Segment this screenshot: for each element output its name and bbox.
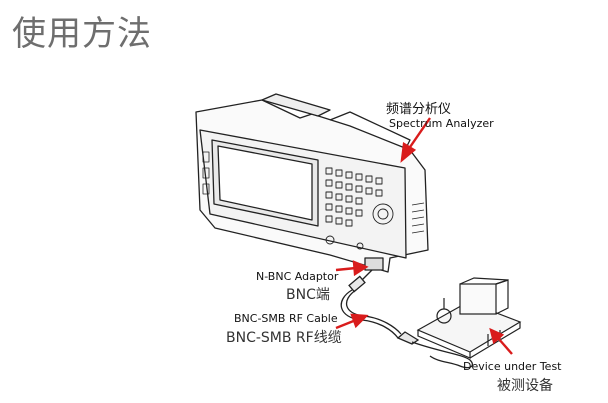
adaptor-label-en: N-BNC Adaptor (256, 270, 339, 283)
indicator-arrows (335, 117, 513, 355)
adaptor-label-cn: BNC端 (286, 287, 330, 303)
arrow-analyzer (407, 117, 431, 151)
arrow-adaptor (335, 266, 357, 272)
device-under-test-illustration (416, 277, 522, 359)
page-title: 使用方法 (12, 14, 152, 54)
cable-label-cn: BNC-SMB RF线缆 (226, 330, 342, 346)
dut-label-cn: 被测设备 (497, 378, 553, 394)
spectrum-analyzer-illustration (195, 93, 429, 273)
dut-label-en: Device under Test (463, 360, 562, 373)
analyzer-label-en: Spectrum Analyzer (389, 117, 494, 130)
arrow-device (497, 337, 513, 355)
analyzer-label-cn: 频谱分析仪 (386, 102, 452, 117)
arrow-cable (335, 318, 357, 330)
cable-label-en: BNC-SMB RF Cable (234, 312, 338, 325)
